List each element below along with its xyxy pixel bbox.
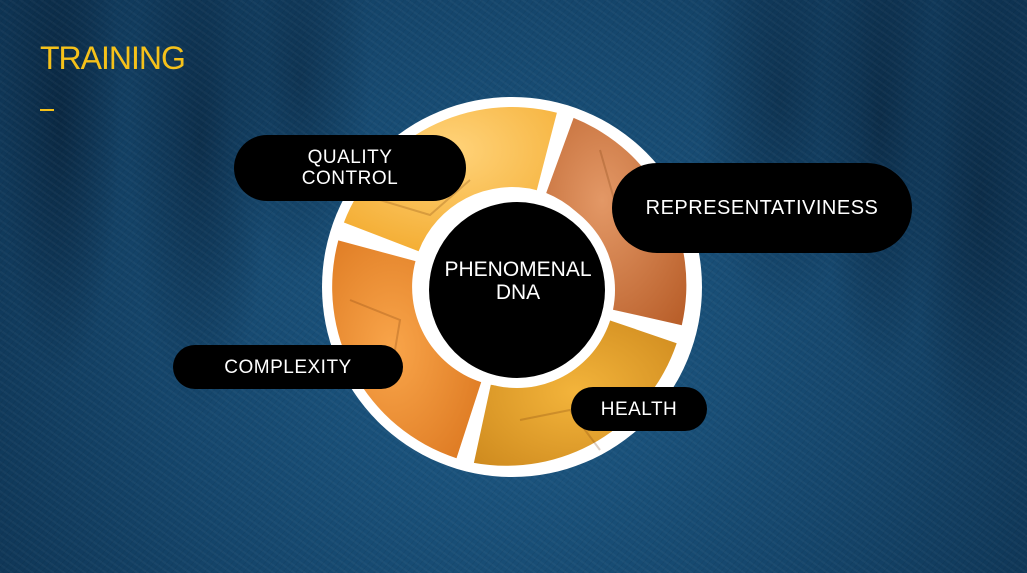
segment-left xyxy=(332,240,482,459)
quality-control-line2: CONTROL xyxy=(301,168,399,189)
segment-bottom xyxy=(473,318,677,466)
representativiness-label: REPRESENTATIVINESS xyxy=(645,196,879,219)
pill-complexity: COMPLEXITY xyxy=(173,345,403,389)
pill-health: HEALTH xyxy=(571,387,707,431)
title-underline xyxy=(40,109,54,111)
pill-quality-control: QUALITY CONTROL xyxy=(234,135,466,201)
pill-representativiness: REPRESENTATIVINESS xyxy=(612,163,912,253)
center-label: PHENOMENAL DNA xyxy=(428,258,608,304)
health-label: HEALTH xyxy=(600,398,678,420)
center-label-line1: PHENOMENAL xyxy=(444,258,592,281)
complexity-label: COMPLEXITY xyxy=(224,356,352,378)
center-disc xyxy=(429,202,605,378)
quality-control-line1: QUALITY xyxy=(307,147,393,168)
center-label-line2: DNA xyxy=(495,281,541,304)
slide-title: TRAINING xyxy=(40,40,186,76)
